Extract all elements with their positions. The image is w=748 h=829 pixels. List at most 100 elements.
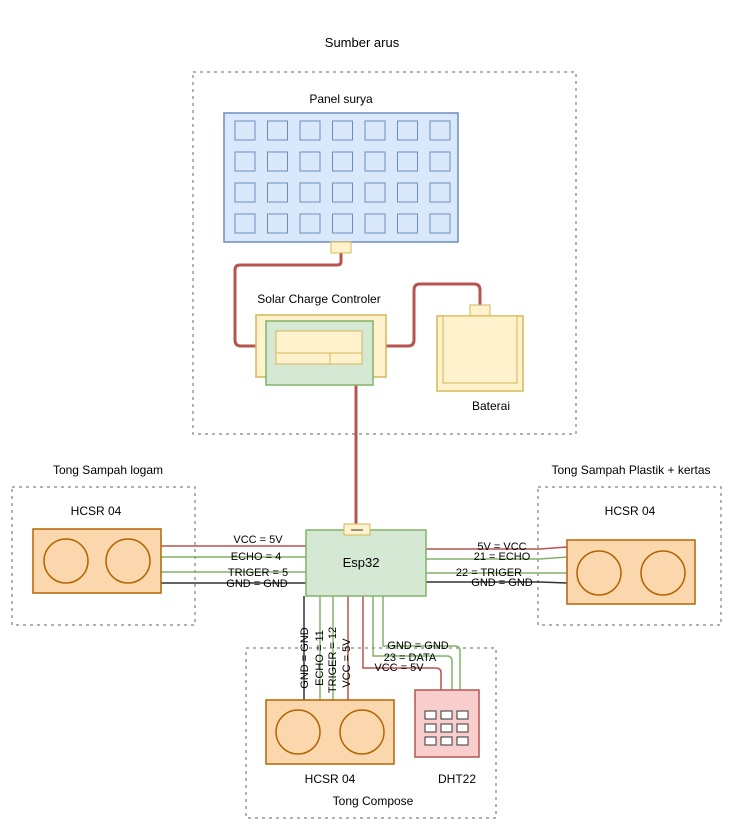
wire-labels-bottom: GND = GND ECHO = 11 TRIGER = 12 VCC = 5V (299, 627, 353, 693)
hcsr04-bottom: HCSR 04 (265, 699, 395, 786)
battery-label: Baterai (472, 399, 510, 413)
solar-cell (429, 151, 451, 172)
solar-cell (397, 213, 418, 234)
power-wires (233, 252, 482, 526)
wire-controller-to-battery (386, 282, 482, 348)
wire-label-right-gnd: GND = GND (471, 577, 532, 589)
wire-right-echo (426, 556, 568, 560)
esp32-label: Esp32 (343, 555, 380, 570)
wire-label-left-gnd: GND = GND (226, 578, 287, 590)
group-sumber-arus-border (192, 71, 577, 435)
hcsr04-right: HCSR 04 (566, 504, 696, 605)
solar-cell (299, 182, 321, 203)
group-tong-logam-border (11, 486, 196, 626)
wire-dht-vcc (362, 596, 442, 690)
dht22-label: DHT22 (438, 772, 476, 786)
wire-label-dht-data: 23 = DATA (384, 652, 437, 664)
wire-dht-data (372, 596, 453, 690)
group-tong-plastik: Tong Sampah Plastik + kertas (537, 463, 722, 626)
solar-cell (364, 182, 386, 203)
wires-bottom-sensor (303, 596, 349, 700)
solar-cell (299, 120, 321, 141)
wire-label-right-trigger: 22 = TRIGER (456, 567, 522, 579)
solar-cell (267, 213, 288, 234)
solar-cell (332, 151, 353, 172)
solar-cell (364, 120, 386, 141)
hcsr04-right-label: HCSR 04 (605, 504, 656, 518)
wire-label-dht-gnd: GND = GND (387, 640, 448, 652)
solar-cell (234, 182, 256, 203)
solar-cell (267, 151, 288, 172)
controller-display (275, 330, 363, 365)
solar-cell (364, 151, 386, 172)
dht22-grille-slot (440, 723, 453, 733)
wires-right-sensor (426, 546, 568, 584)
solar-cell (332, 120, 353, 141)
solar-cell (429, 120, 451, 141)
hcsr04-right-transducer-2 (640, 550, 686, 596)
wire-label-left-trigger: TRIGER = 5 (228, 567, 288, 579)
dht22-grille-slot (440, 710, 453, 720)
solar-cell (267, 182, 288, 203)
hcsr04-left: HCSR 04 (32, 504, 162, 594)
solar-cell (332, 213, 353, 234)
wire-label-right-vcc: 5V = VCC (477, 541, 526, 553)
dht22-grille-slot (456, 736, 469, 746)
dht22-sensor: DHT22 (414, 689, 480, 786)
solar-cell (364, 213, 386, 234)
group-tong-plastik-border (537, 486, 722, 626)
wires-dht22 (362, 596, 461, 690)
group-tong-logam: Tong Sampah logam (11, 463, 196, 626)
group-tong-compose: Tong Compose (245, 647, 497, 819)
dht22-grille-slot (424, 736, 437, 746)
wire-label-dht-vcc: VCC = 5V (374, 662, 424, 674)
dht22-grille (424, 710, 469, 746)
wire-label-bottom-echo: ECHO = 11 (314, 630, 326, 686)
group-sumber-arus: Sumber arus (192, 35, 577, 435)
wire-labels-right: 5V = VCC 21 = ECHO 22 = TRIGER GND = GND (456, 541, 533, 589)
battery: Baterai (436, 304, 524, 413)
dht22-grille-slot (424, 723, 437, 733)
dht22-grille-slot (456, 710, 469, 720)
hcsr04-bottom-transducer-1 (275, 709, 321, 755)
wire-label-left-echo: ECHO = 4 (231, 551, 281, 563)
wire-label-bottom-vcc: VCC = 5V (341, 638, 353, 688)
hcsr04-bottom-label: HCSR 04 (305, 772, 356, 786)
battery-terminal (469, 304, 491, 317)
solar-cell (397, 151, 418, 172)
solar-cell (234, 151, 256, 172)
wire-right-vcc (426, 546, 568, 550)
solar-cell (234, 120, 256, 141)
solar-panel-label: Panel surya (309, 92, 373, 106)
solar-cell (267, 120, 288, 141)
solar-cell (429, 182, 451, 203)
solar-cell (332, 182, 353, 203)
wire-label-bottom-gnd: GND = GND (299, 627, 311, 688)
wire-labels-left: VCC = 5V ECHO = 4 TRIGER = 5 GND = GND (226, 534, 288, 590)
hcsr04-left-transducer-2 (105, 538, 151, 584)
wire-dht-gnd (382, 596, 461, 690)
dht22-grille-slot (440, 736, 453, 746)
solar-panel-terminal (330, 241, 352, 254)
solar-cell (397, 182, 418, 203)
group-sumber-arus-label: Sumber arus (325, 35, 400, 50)
solar-panel-cells (234, 120, 451, 234)
dht22-grille-slot (456, 723, 469, 733)
solar-charge-controller: Solar Charge Controler (255, 292, 387, 386)
group-tong-logam-label: Tong Sampah logam (53, 463, 163, 477)
wire-label-right-echo: 21 = ECHO (474, 551, 531, 563)
solar-cell (299, 151, 321, 172)
hcsr04-bottom-transducer-2 (339, 709, 385, 755)
wire-label-bottom-trigger: TRIGER = 12 (327, 627, 339, 693)
group-tong-compose-label: Tong Compose (333, 794, 414, 808)
solar-cell (234, 213, 256, 234)
solar-cell (397, 120, 418, 141)
wire-panel-to-controller (233, 252, 343, 348)
hcsr04-right-transducer-1 (576, 550, 622, 596)
solar-cell (299, 213, 321, 234)
solar-charge-controller-label: Solar Charge Controler (257, 292, 380, 306)
wires-left-sensor (161, 545, 306, 584)
wire-label-left-vcc: VCC = 5V (233, 534, 283, 546)
solar-cell (429, 213, 451, 234)
